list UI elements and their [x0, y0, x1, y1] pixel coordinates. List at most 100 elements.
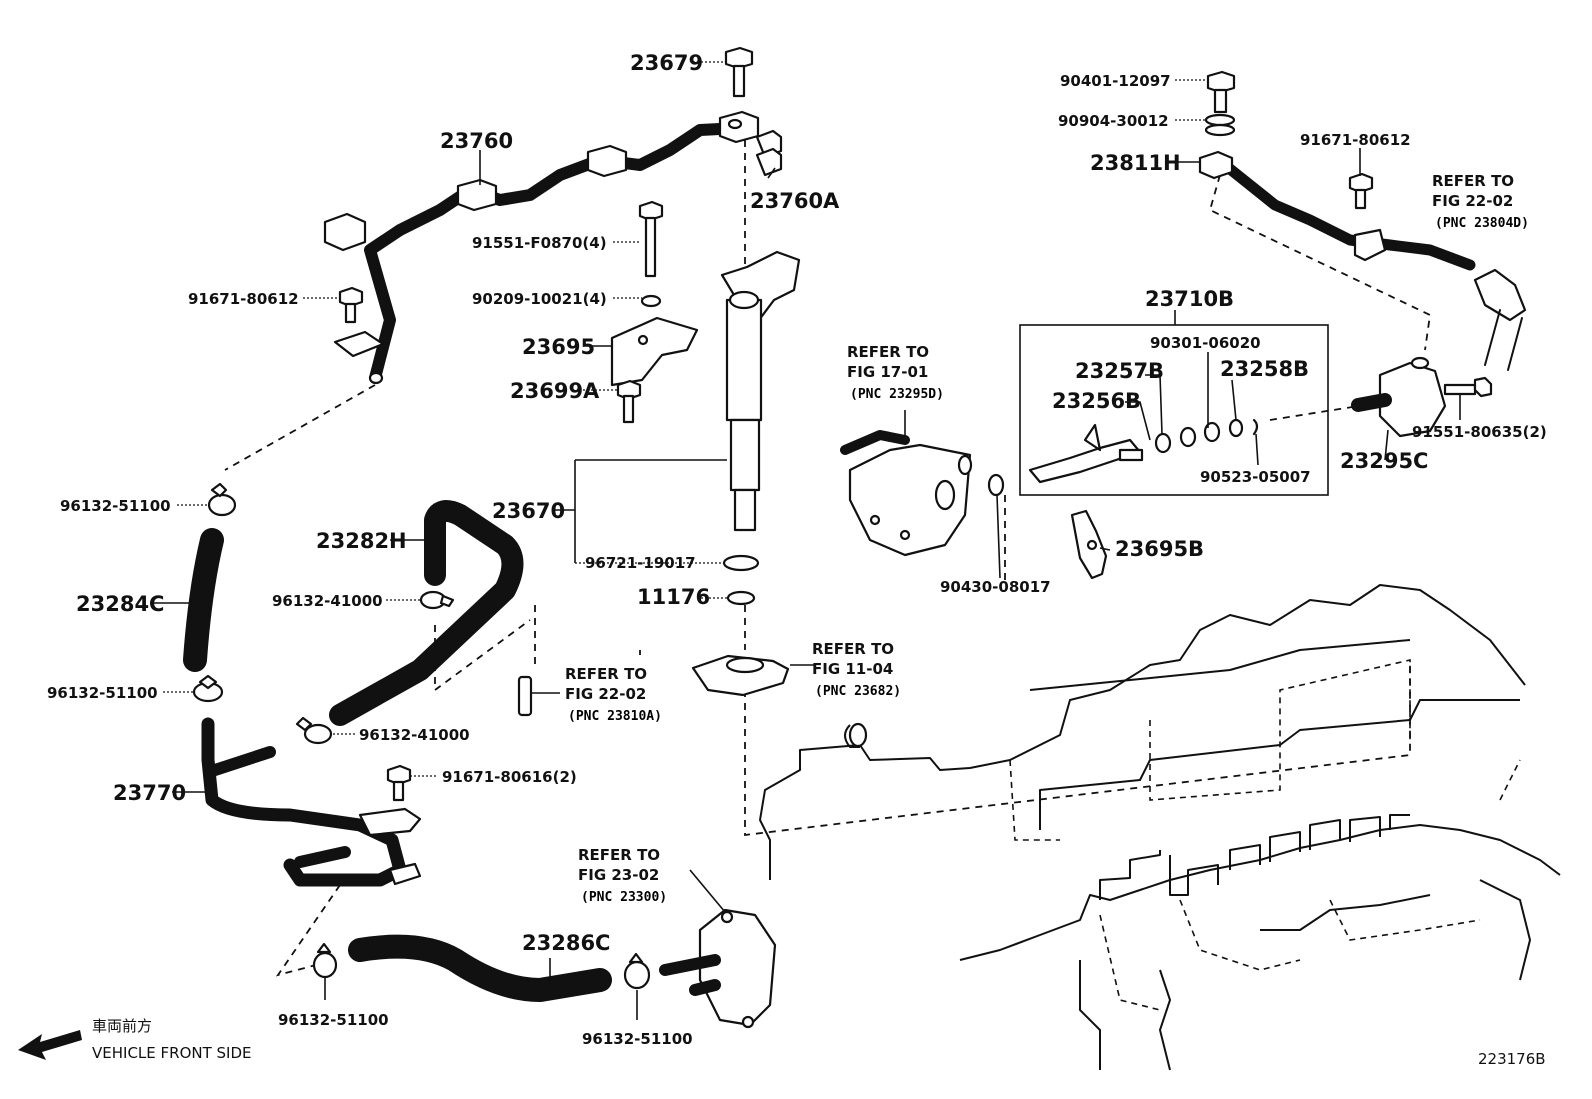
- refer-note-fig-11-04: REFER TO FIG 11-04 (PNC 23682): [812, 640, 901, 699]
- oring-90301[interactable]: [1179, 426, 1197, 448]
- gasket-90430[interactable]: [987, 473, 1005, 497]
- svg-text:REFER TO: REFER TO: [812, 640, 894, 658]
- svg-text:FIG 23-02: FIG 23-02: [578, 866, 659, 884]
- hose-23284C[interactable]: [183, 528, 224, 672]
- label-96132-51100-d: 96132-51100: [582, 1030, 693, 1048]
- clamp-23695[interactable]: [610, 316, 699, 387]
- pipe-23811H[interactable]: [1198, 150, 1527, 371]
- label-23284C: 23284C: [76, 592, 164, 616]
- part-labels: 23679 23760 23760A 91551-F0870(4) 90209-…: [47, 51, 1547, 1048]
- figure-id: 223176B: [1478, 1050, 1546, 1068]
- svg-text:REFER TO: REFER TO: [565, 665, 647, 683]
- label-23295C: 23295C: [1340, 449, 1428, 473]
- front-label-en: VEHICLE FRONT SIDE: [92, 1044, 252, 1062]
- injector-23670[interactable]: [720, 250, 801, 532]
- label-23760A: 23760A: [750, 189, 840, 213]
- assembly-lines: [224, 140, 1431, 977]
- hose-clip-96132-51100-d[interactable]: [623, 952, 651, 990]
- label-23695: 23695: [522, 335, 595, 359]
- bracket-23695B[interactable]: [1070, 509, 1108, 580]
- kit-frame-23710B: [1019, 324, 1329, 496]
- clip-23760A: [755, 129, 783, 177]
- front-label-jp: 車両前方: [92, 1017, 152, 1035]
- svg-text:(PNC 23295D): (PNC 23295D): [850, 387, 944, 402]
- label-90209: 90209-10021(4): [472, 290, 607, 308]
- label-23257B: 23257B: [1075, 359, 1164, 383]
- label-23760: 23760: [440, 129, 513, 153]
- label-90523: 90523-05007: [1200, 468, 1311, 486]
- washer-90209[interactable]: [640, 294, 662, 308]
- svg-text:FIG 17-01: FIG 17-01: [847, 363, 928, 381]
- label-23256B: 23256B: [1052, 389, 1141, 413]
- svg-text:FIG 22-02: FIG 22-02: [1432, 192, 1513, 210]
- oring-23258B-b[interactable]: [1228, 418, 1244, 438]
- label-96721: 96721-19017: [585, 554, 696, 572]
- hose-clip-96132-41000-a[interactable]: [419, 590, 455, 610]
- svg-text:REFER TO: REFER TO: [1432, 172, 1514, 190]
- label-23670: 23670: [492, 499, 565, 523]
- hose-23282H[interactable]: [329, 500, 524, 726]
- bolt-91671-80616[interactable]: [386, 764, 412, 802]
- svg-text:(PNC 23810A): (PNC 23810A): [568, 709, 662, 724]
- bolt-91671-80612-left[interactable]: [338, 286, 364, 324]
- valve-23256B[interactable]: [1028, 423, 1144, 484]
- label-96132-51100-a: 96132-51100: [60, 497, 171, 515]
- leader-lines: [150, 61, 1461, 1020]
- gasket-90904[interactable]: [1204, 113, 1236, 137]
- label-23282H: 23282H: [316, 529, 407, 553]
- refer-note-fig-23-02: REFER TO FIG 23-02 (PNC 23300): [578, 846, 667, 905]
- pipe-23810A: [517, 675, 533, 717]
- pipe-23770[interactable]: [201, 717, 422, 887]
- bolt-91551-80635[interactable]: [1443, 376, 1493, 398]
- oring-23257B[interactable]: [1154, 432, 1172, 454]
- svg-text:(PNC 23804D): (PNC 23804D): [1435, 216, 1529, 231]
- svg-text:(PNC 23300): (PNC 23300): [581, 890, 667, 905]
- injector-holder: [691, 654, 790, 697]
- vacuum-pump: [659, 908, 777, 1029]
- bolt-91671-80612-right[interactable]: [1348, 172, 1374, 210]
- label-23679: 23679: [630, 51, 703, 75]
- label-91671-80612-right: 91671-80612: [1300, 131, 1411, 149]
- refer-note-fig-22-02-a: REFER TO FIG 22-02 (PNC 23810A): [565, 665, 662, 724]
- bolt-23679[interactable]: [724, 46, 754, 98]
- svg-text:FIG 11-04: FIG 11-04: [812, 660, 893, 678]
- bolt-90401[interactable]: [1206, 70, 1236, 114]
- label-90904: 90904-30012: [1058, 112, 1169, 130]
- label-23710B: 23710B: [1145, 287, 1234, 311]
- oring-23258B-a[interactable]: [1203, 421, 1221, 443]
- label-23258B: 23258B: [1220, 357, 1309, 381]
- label-96132-51100-c: 96132-51100: [278, 1011, 389, 1029]
- label-90401: 90401-12097: [1060, 72, 1171, 90]
- label-96132-51100-b: 96132-51100: [47, 684, 158, 702]
- hose-clip-96132-51100-a[interactable]: [207, 482, 237, 517]
- oring-96721[interactable]: [722, 554, 760, 572]
- refer-note-fig-22-02-b: REFER TO FIG 22-02 (PNC 23804D): [1432, 172, 1529, 231]
- label-91551-F0870: 91551-F0870(4): [472, 234, 607, 252]
- housing-23295C[interactable]: [1351, 356, 1447, 438]
- label-91671-80616: 91671-80616(2): [442, 768, 577, 786]
- hose-clip-96132-51100-b[interactable]: [192, 674, 224, 703]
- hose-clip-96132-51100-c[interactable]: [312, 942, 338, 979]
- hose-clip-96132-41000-b[interactable]: [295, 716, 333, 745]
- label-90430: 90430-08017: [940, 578, 1051, 596]
- refer-note-fig-17-01: REFER TO FIG 17-01 (PNC 23295D): [847, 343, 944, 402]
- svg-text:REFER TO: REFER TO: [847, 343, 929, 361]
- label-96132-41000-a: 96132-41000: [272, 592, 383, 610]
- label-91551-80635: 91551-80635(2): [1412, 423, 1547, 441]
- snap-ring-90523[interactable]: [1252, 418, 1259, 436]
- label-23695B: 23695B: [1115, 537, 1204, 561]
- vehicle-front-indicator: 車両前方 VEHICLE FRONT SIDE: [18, 1017, 252, 1062]
- arrow-left-icon: [18, 1030, 82, 1060]
- label-90301: 90301-06020: [1150, 334, 1261, 352]
- supply-pump: [840, 430, 973, 557]
- gasket-11176[interactable]: [726, 590, 756, 606]
- svg-text:(PNC 23682): (PNC 23682): [815, 684, 901, 699]
- label-91671-80612-left: 91671-80612: [188, 290, 299, 308]
- leakage-pipe-23760: [323, 110, 760, 385]
- label-23286C: 23286C: [522, 931, 610, 955]
- svg-text:REFER TO: REFER TO: [578, 846, 660, 864]
- hose-23286C[interactable]: [348, 934, 612, 1002]
- label-96132-41000-b: 96132-41000: [359, 726, 470, 744]
- bolt-91551-F0870[interactable]: [638, 200, 664, 278]
- bolt-23699A[interactable]: [616, 379, 642, 424]
